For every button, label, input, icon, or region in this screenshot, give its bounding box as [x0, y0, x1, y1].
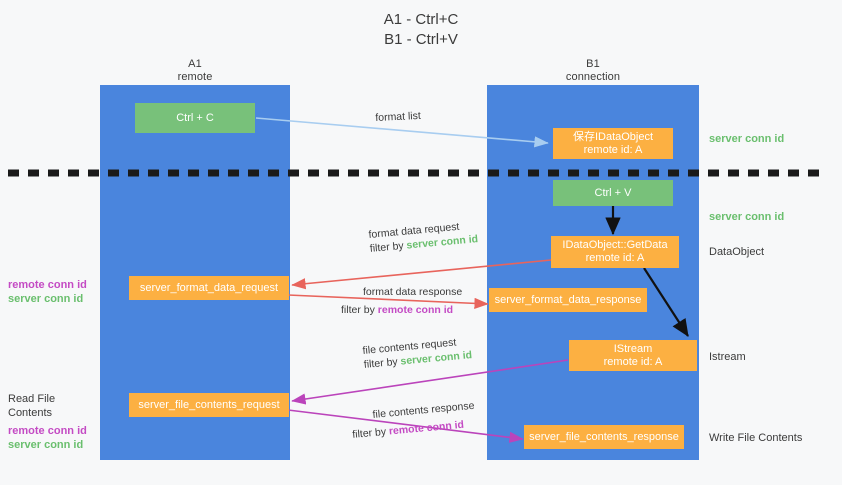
left-label-remote-conn-id-2: remote conn id [8, 425, 87, 437]
right-label-dataobject: DataObject [709, 246, 765, 258]
node-server-file-contents-request-label: server_file_contents_request [138, 398, 280, 411]
page-title: A1 - Ctrl+C B1 - Ctrl+V [0, 10, 842, 50]
node-save-idataobject[interactable]: 保存IDataObject remote id: A [553, 128, 673, 159]
lane-a1-title: A1 [188, 58, 202, 70]
node-server-format-data-response-label: server_format_data_response [494, 293, 642, 306]
filter-by-text: filter by [363, 355, 402, 371]
node-server-file-contents-request[interactable]: server_file_contents_request [129, 393, 289, 417]
edge-label-format-data-response-line2: filter by remote conn id [341, 303, 462, 317]
filter-by-text: filter by [369, 239, 408, 255]
left-label-server-conn-id-2: server conn id [8, 439, 84, 451]
lane-b1-subtitle: connection [565, 71, 621, 83]
title-line-2: B1 - Ctrl+V [384, 31, 458, 48]
edge-label-format-list-text: format list [375, 109, 422, 124]
node-save-idataobject-line2: remote id: A [583, 143, 643, 156]
edge-label-file-contents-response: file contents response filter by remote … [352, 399, 477, 441]
right-label-server-conn-id-top: server conn id [709, 133, 785, 145]
node-server-file-contents-response-label: server_file_contents_response [529, 430, 679, 443]
filter-key-remote-conn-id: remote conn id [388, 418, 465, 438]
left-label-remote-conn-id-1: remote conn id [8, 279, 87, 291]
title-line-1: A1 - Ctrl+C [383, 11, 459, 28]
lane-b1-title: B1 [586, 58, 600, 70]
lane-a1-subtitle: remote [177, 71, 213, 83]
edge-label-format-data-request: format data request filter by server con… [368, 218, 479, 256]
node-istream[interactable]: IStream remote id: A [569, 340, 697, 371]
left-label-server-conn-id-1: server conn id [8, 293, 84, 305]
edge-label-format-data-response-line1: format data response [363, 286, 463, 298]
node-istream-line1: IStream [613, 342, 653, 355]
node-server-format-data-request[interactable]: server_format_data_request [129, 276, 289, 300]
node-ctrl-v-label: Ctrl + V [594, 186, 632, 199]
left-label-group-file: Read File Contents remote conn id server… [8, 392, 100, 452]
node-getdata-line1: IDataObject::GetData [562, 239, 668, 251]
lane-caption-a1: A1 remote [100, 58, 290, 84]
filter-by-text: filter by [351, 425, 390, 441]
filter-by-text: filter by [341, 304, 378, 316]
edge-label-format-data-response: format data response filter by remote co… [341, 285, 463, 317]
node-ctrl-v[interactable]: Ctrl + V [553, 180, 673, 206]
node-idataobject-getdata[interactable]: IDataObject::GetData remote id: A [551, 236, 679, 268]
node-ctrl-c-label: Ctrl + C [176, 111, 214, 124]
node-getdata-line2: remote id: A [585, 252, 645, 264]
node-server-format-data-response[interactable]: server_format_data_response [489, 288, 647, 312]
node-server-file-contents-response[interactable]: server_file_contents_response [524, 425, 684, 449]
edge-label-file-contents-response-line2: filter by remote conn id [352, 417, 477, 442]
right-label-server-conn-id-mid: server conn id [709, 211, 785, 223]
filter-key-remote-conn-id: remote conn id [377, 304, 454, 316]
node-ctrl-c[interactable]: Ctrl + C [135, 103, 255, 133]
lane-caption-b1: B1 connection [487, 58, 699, 84]
node-istream-line2: remote id: A [603, 355, 663, 368]
edge-label-format-list: format list [375, 109, 421, 125]
edge-label-file-contents-request: file contents request filter by server c… [362, 334, 473, 372]
node-save-idataobject-line1: 保存IDataObject [572, 130, 654, 143]
right-label-write-file-contents: Write File Contents [709, 432, 803, 444]
right-label-istream: Istream [709, 351, 746, 363]
left-label-read-file-contents: Read File Contents [8, 393, 56, 419]
node-server-format-data-request-label: server_format_data_request [139, 281, 279, 294]
left-label-group-format: remote conn id server conn id [8, 278, 98, 306]
